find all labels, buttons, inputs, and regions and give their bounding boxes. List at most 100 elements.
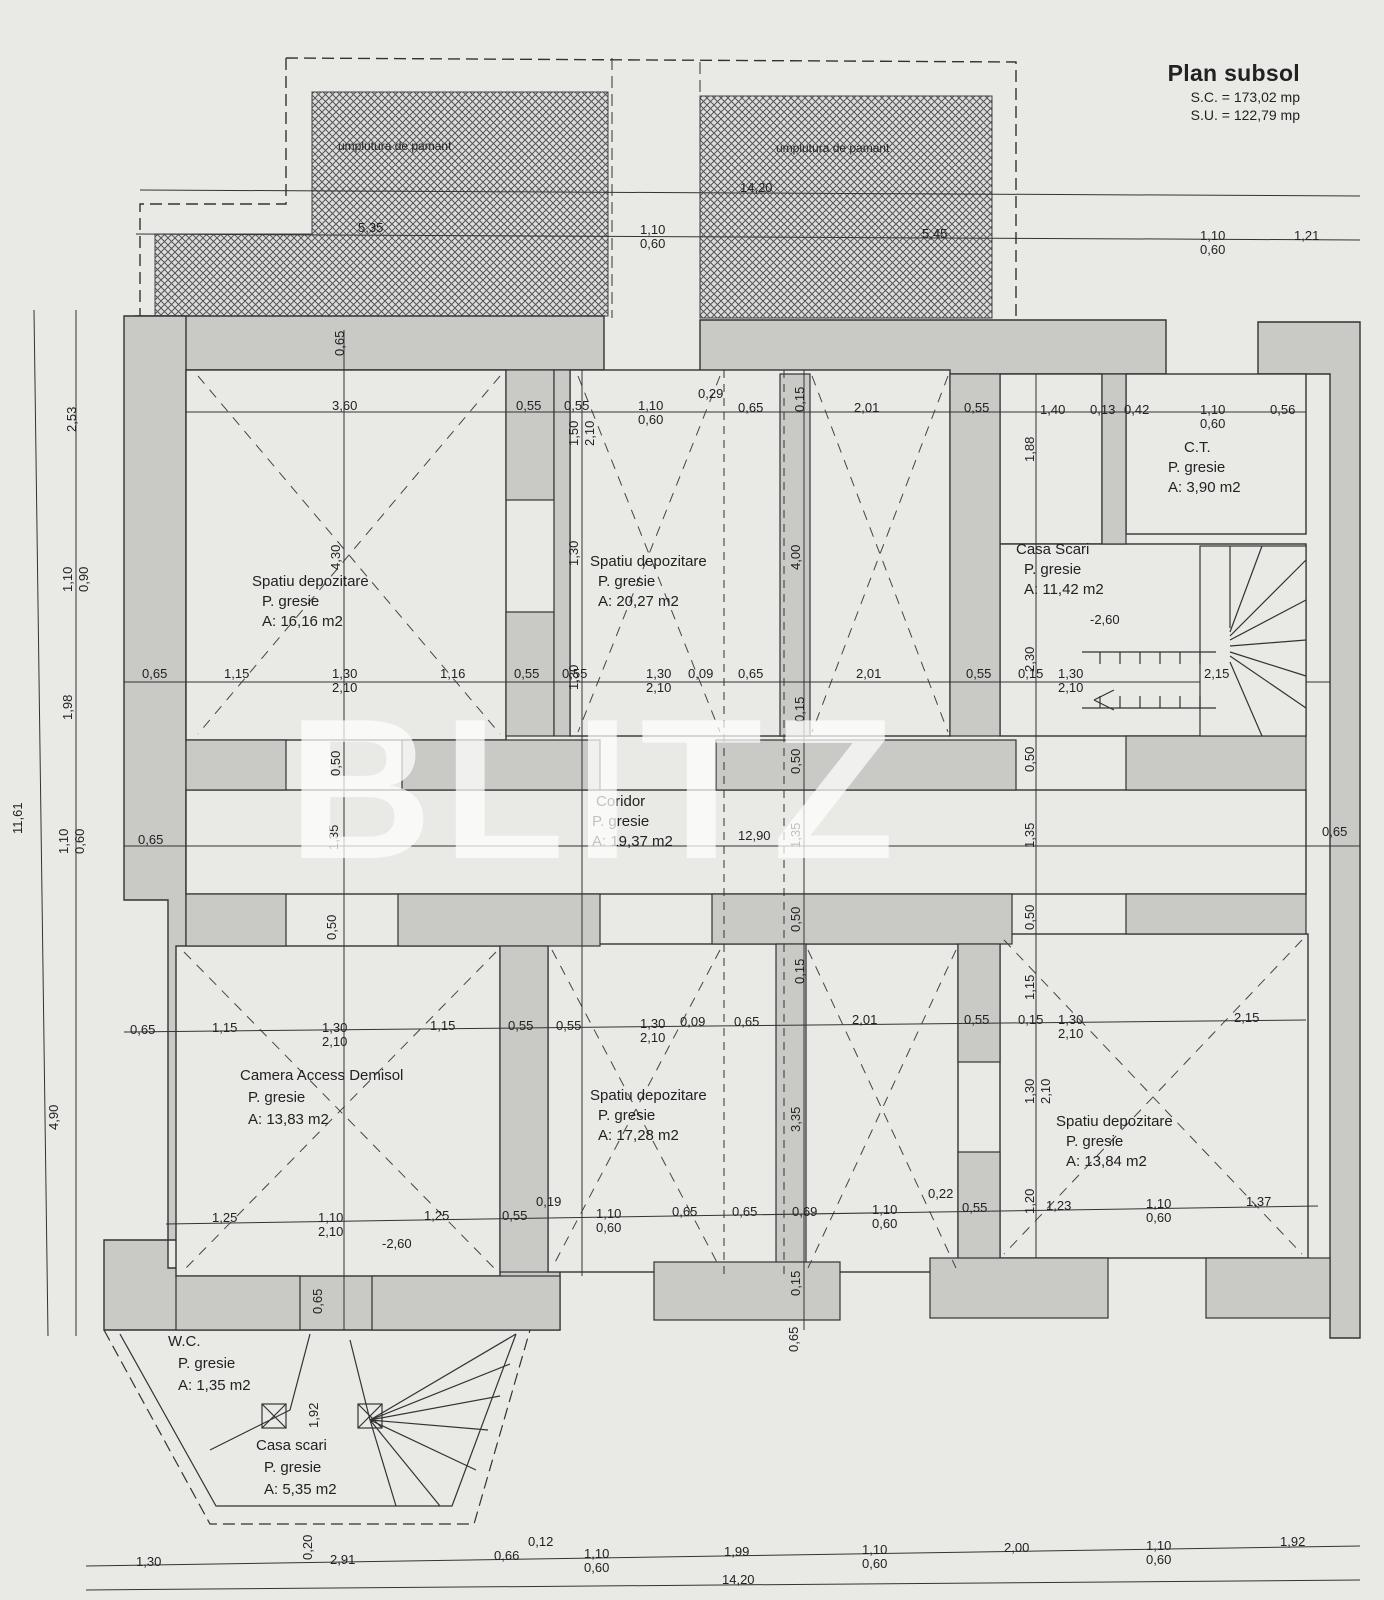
svg-text:1,16: 1,16 [440, 666, 465, 681]
svg-text:0,69: 0,69 [792, 1204, 817, 1219]
svg-text:2,15: 2,15 [1204, 666, 1229, 681]
earth-fill [139, 57, 1017, 319]
svg-text:2,10: 2,10 [1058, 680, 1083, 695]
svg-text:A: 16,16 m2: A: 16,16 m2 [262, 613, 343, 630]
svg-text:1,15: 1,15 [1022, 975, 1037, 1000]
svg-text:0,15: 0,15 [792, 387, 807, 412]
svg-text:2,30: 2,30 [1022, 647, 1037, 672]
svg-text:1,10: 1,10 [862, 1542, 887, 1557]
svg-text:0,55: 0,55 [962, 1200, 987, 1215]
svg-text:1,30: 1,30 [1058, 1012, 1083, 1027]
svg-text:0,15: 0,15 [1018, 666, 1043, 681]
room-storage-2: Spatiu depozitare P. gresie A: 20,27 m2 [590, 553, 707, 610]
svg-text:0,60: 0,60 [638, 412, 663, 427]
vertical-dimensions: 0,65 4,30 0,50 1,35 0,50 0,65 1,92 0,20 … [300, 331, 1053, 1560]
svg-text:0,60: 0,60 [1200, 416, 1225, 431]
svg-text:P. gresie: P. gresie [598, 573, 655, 590]
svg-text:Casa Scari: Casa Scari [1016, 541, 1089, 558]
svg-text:A: 17,28 m2: A: 17,28 m2 [598, 1127, 679, 1144]
svg-text:14,20: 14,20 [740, 180, 773, 195]
svg-text:P. gresie: P. gresie [1024, 561, 1081, 578]
svg-text:12,90: 12,90 [738, 828, 771, 843]
svg-text:P. gresie: P. gresie [178, 1355, 235, 1372]
plan-title: Plan subsol [1167, 60, 1300, 86]
svg-text:Spatiu depozitare: Spatiu depozitare [590, 553, 707, 570]
earth-fill-label-1: umplutura de pamant [338, 139, 452, 153]
svg-text:1,40: 1,40 [1040, 402, 1065, 417]
svg-text:0,60: 0,60 [862, 1556, 887, 1571]
svg-text:0,60: 0,60 [596, 1220, 621, 1235]
svg-text:0,13: 0,13 [1090, 402, 1115, 417]
svg-text:0,65: 0,65 [130, 1022, 155, 1037]
svg-text:0,50: 0,50 [1022, 747, 1037, 772]
svg-text:A: 13,84 m2: A: 13,84 m2 [1066, 1153, 1147, 1170]
svg-text:2,01: 2,01 [852, 1012, 877, 1027]
svg-text:1,30: 1,30 [136, 1554, 161, 1569]
svg-text:1,10: 1,10 [318, 1210, 343, 1225]
svg-text:1,10: 1,10 [1146, 1196, 1171, 1211]
top-dimensions: 14,20 5,35 1,10 0,60 5,45 1,10 0,60 1,21 [358, 180, 1319, 257]
svg-text:0,55: 0,55 [964, 400, 989, 415]
svg-text:1,30: 1,30 [332, 666, 357, 681]
svg-text:2,00: 2,00 [1004, 1540, 1029, 1555]
row2-dimensions: 0,65 1,15 1,30 2,10 1,16 0,55 0,55 1,30 … [142, 666, 1229, 695]
sc-area: S.C. = 173,02 mp [1190, 89, 1300, 105]
svg-text:0,55: 0,55 [502, 1208, 527, 1223]
svg-text:A: 19,37 m2: A: 19,37 m2 [592, 833, 673, 850]
room-storage-3: Spatiu depozitare P. gresie A: 17,28 m2 [590, 1087, 707, 1144]
room-access: Camera Access Demisol P. gresie A: 13,83… [240, 1067, 412, 1251]
svg-text:1,30: 1,30 [646, 666, 671, 681]
svg-text:1,10: 1,10 [640, 222, 665, 237]
svg-text:0,60: 0,60 [72, 829, 87, 854]
room-stair-hall: Casa Scari P. gresie A: 11,42 m2 -2,60 [1016, 541, 1120, 627]
svg-text:2,91: 2,91 [330, 1552, 355, 1567]
svg-text:1,10: 1,10 [1200, 228, 1225, 243]
row3-dimensions: 0,65 1,15 1,30 2,10 1,15 0,55 0,55 1,30 … [130, 1010, 1259, 1049]
svg-text:0,60: 0,60 [1146, 1210, 1171, 1225]
room-storage-4: Spatiu depozitare P. gresie A: 13,84 m2 [1056, 1113, 1173, 1170]
room-stair-left: Casa scari P. gresie A: 5,35 m2 [256, 1437, 337, 1498]
svg-text:0,55: 0,55 [514, 666, 539, 681]
svg-text:0,65: 0,65 [732, 1204, 757, 1219]
svg-text:-2,60: -2,60 [1090, 612, 1120, 627]
svg-text:1,92: 1,92 [1280, 1534, 1305, 1549]
svg-text:-2,60: -2,60 [382, 1236, 412, 1251]
svg-text:0,55: 0,55 [516, 398, 541, 413]
svg-text:0,65: 0,65 [1322, 824, 1347, 839]
svg-text:Spatiu depozitare: Spatiu depozitare [590, 1087, 707, 1104]
svg-text:1,10: 1,10 [596, 1206, 621, 1221]
svg-text:P. gresie: P. gresie [1168, 459, 1225, 476]
svg-text:Camera Access Demisol: Camera Access Demisol [240, 1067, 403, 1084]
svg-text:0,09: 0,09 [688, 666, 713, 681]
svg-text:1,37: 1,37 [1246, 1194, 1271, 1209]
svg-text:2,15: 2,15 [1234, 1010, 1259, 1025]
svg-text:0,15: 0,15 [792, 959, 807, 984]
svg-text:1,30: 1,30 [1058, 666, 1083, 681]
svg-text:P. gresie: P. gresie [248, 1089, 305, 1106]
svg-text:0,55: 0,55 [966, 666, 991, 681]
svg-text:1,30: 1,30 [322, 1020, 347, 1035]
svg-text:0,66: 0,66 [494, 1548, 519, 1563]
svg-text:4,30: 4,30 [328, 545, 343, 570]
svg-text:1,10: 1,10 [872, 1202, 897, 1217]
svg-text:1,15: 1,15 [212, 1020, 237, 1035]
svg-text:0,60: 0,60 [584, 1560, 609, 1575]
svg-text:2,10: 2,10 [646, 680, 671, 695]
svg-text:0,65: 0,65 [672, 1204, 697, 1219]
plan-header: Plan subsol S.C. = 173,02 mp S.U. = 122,… [1110, 60, 1300, 123]
svg-text:5,45: 5,45 [922, 226, 947, 241]
svg-text:1,10: 1,10 [1200, 402, 1225, 417]
svg-text:1,10: 1,10 [60, 567, 75, 592]
svg-text:5,35: 5,35 [358, 220, 383, 235]
svg-text:1,35: 1,35 [326, 825, 341, 850]
room-wc: W.C. P. gresie A: 1,35 m2 [168, 1333, 251, 1394]
svg-text:A: 11,42 m2: A: 11,42 m2 [1024, 581, 1104, 598]
svg-text:0,22: 0,22 [928, 1186, 953, 1201]
svg-text:0,65: 0,65 [738, 400, 763, 415]
svg-text:1,23: 1,23 [1046, 1198, 1071, 1213]
svg-text:0,65: 0,65 [142, 666, 167, 681]
svg-text:P. gresie: P. gresie [264, 1459, 321, 1476]
svg-text:0,42: 0,42 [1124, 402, 1149, 417]
corridor-dimensions: 0,65 12,90 0,65 [138, 824, 1347, 847]
